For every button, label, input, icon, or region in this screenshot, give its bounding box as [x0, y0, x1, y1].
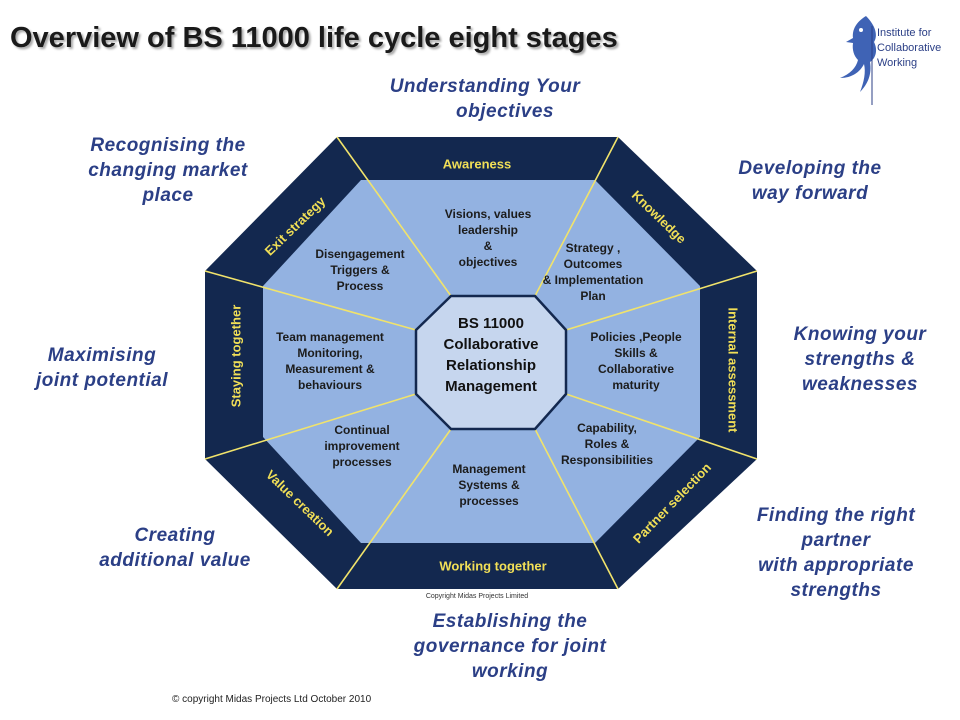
stage-activity-line: behaviours	[298, 378, 362, 392]
stage-activity-line: Capability,	[577, 421, 637, 435]
outcome-working-together: Establishing the governance for joint wo…	[413, 611, 607, 682]
stage-activity-line: Management	[452, 462, 525, 476]
logo-text: Institute for Collaborative Working	[877, 26, 941, 71]
stage-activity-line: Continual	[334, 423, 389, 437]
stage-activity-line: objectives	[459, 255, 518, 269]
stage-activity-line: improvement	[324, 439, 399, 453]
stage-activity-line: Strategy ,	[566, 241, 621, 255]
stage-activity-line: processes	[459, 494, 519, 508]
stage-activity-line: Roles &	[585, 437, 630, 451]
center-label-line: Collaborative	[443, 336, 538, 353]
stage-divider	[565, 393, 758, 460]
bird-figure-icon	[840, 16, 877, 92]
stage-activity-line: &	[484, 239, 493, 253]
stage-activity-line: Policies ,People	[590, 330, 682, 344]
stage-activity-line: Responsibilities	[561, 453, 653, 467]
diagram-copyright: Copyright Midas Projects Limited	[426, 593, 528, 600]
stage-activity-line: Triggers &	[330, 263, 390, 277]
stage-activity-line: Monitoring,	[297, 346, 362, 360]
page-title: Overview of BS 11000 life cycle eight st…	[10, 22, 618, 54]
outcome-knowledge: Developing the way forward	[738, 158, 882, 204]
outcome-value-creation: Creating additional value	[99, 525, 251, 571]
logo-line-1: Institute for	[877, 27, 932, 39]
stage-activity-line: Disengagement	[315, 247, 404, 261]
stage-divider	[336, 428, 452, 590]
outcome-staying-together: Maximising joint potential	[35, 345, 169, 391]
stage-divider	[336, 136, 452, 297]
stage-activity-line: Systems &	[458, 478, 520, 492]
institute-logo	[840, 16, 877, 105]
stage-activity-line: processes	[332, 455, 392, 469]
outcome-exit-strategy: Recognising the changing market place	[88, 135, 248, 206]
stage-activity-line: Outcomes	[564, 257, 623, 271]
stage-name: Internal assessment	[726, 307, 741, 433]
stage-activity-line: Visions, values	[445, 207, 532, 221]
footer-copyright: © copyright Midas Projects Ltd October 2…	[172, 694, 372, 705]
logo-line-2: Collaborative	[877, 42, 942, 54]
outcome-partner-selection: Finding the right partner with appropria…	[756, 505, 916, 601]
center-label-line: Management	[445, 378, 537, 395]
stage-name: Working together	[439, 559, 546, 574]
stage-divider	[534, 136, 619, 297]
stage-activity-line: & Implementation	[543, 273, 644, 287]
stage-activity-line: Process	[337, 279, 384, 293]
logo-line-3: Working	[877, 57, 918, 69]
stage-activity-line: Plan	[580, 289, 605, 303]
stage-activity-line: maturity	[612, 378, 660, 392]
stage-divider	[565, 270, 758, 331]
stage-name: Awareness	[443, 157, 511, 172]
stage-activity-line: Collaborative	[598, 362, 674, 376]
stage-activity-line: Skills &	[614, 346, 658, 360]
center-label-line: Relationship	[446, 357, 536, 374]
stage-activity-line: Team management	[276, 330, 384, 344]
stage-activity-line: leadership	[458, 223, 518, 237]
stage-divider	[534, 428, 619, 590]
outcome-awareness: Understanding Your objectives	[389, 76, 581, 122]
stage-activity-line: Measurement &	[285, 362, 375, 376]
outcome-internal-assessment: Knowing your strengths & weaknesses	[793, 324, 927, 395]
stage-divider	[204, 270, 417, 331]
stage-name: Staying together	[229, 305, 244, 408]
center-hub	[414, 294, 568, 431]
stage-divider	[204, 393, 417, 460]
center-label-line: BS 11000	[458, 315, 524, 332]
